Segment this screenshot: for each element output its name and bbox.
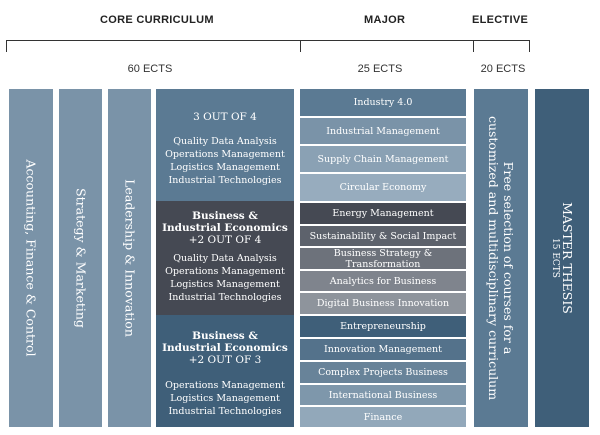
core-column-label: Accounting, Finance & Control xyxy=(23,159,39,357)
major-item-circular-economy: Circular Economy xyxy=(300,174,466,201)
core-block-2: Business & Industrial Economics +2 OUT O… xyxy=(156,201,294,315)
elective-header: ELECTIVE xyxy=(472,14,529,26)
elective-description: Free selection of courses for a customiz… xyxy=(486,116,516,400)
course-item: Quality Data Analysis xyxy=(173,136,277,147)
major-ects: 25 ECTS xyxy=(357,63,403,75)
core-block-1: 3 OUT OF 4 Quality Data Analysis Operati… xyxy=(156,89,294,201)
thesis-title: MASTER THESIS xyxy=(560,202,575,314)
course-item: Logistics Management xyxy=(170,393,280,404)
core-bracket xyxy=(6,40,301,52)
thesis-ects: 15 ECTS xyxy=(550,238,560,278)
block-title-line: Business & xyxy=(192,210,258,222)
major-item-entrepreneurship: Entrepreneurship xyxy=(300,316,466,337)
course-item: Quality Data Analysis xyxy=(173,253,277,264)
major-item-business-strategy: Business Strategy & Transformation xyxy=(300,248,466,270)
major-item-finance: Finance xyxy=(300,407,466,427)
course-item: Logistics Management xyxy=(170,279,280,290)
block-selection-rule: +2 OUT OF 3 xyxy=(188,354,262,366)
elective-column: Free selection of courses for a customiz… xyxy=(474,89,528,427)
master-thesis-column: MASTER THESIS 15 ECTS xyxy=(535,89,589,427)
elective-ects: 20 ECTS xyxy=(480,63,526,75)
major-item-sustainability: Sustainability & Social Impact xyxy=(300,226,466,246)
major-item-digital-innovation: Digital Business Innovation xyxy=(300,293,466,314)
course-item: Industrial Technologies xyxy=(168,175,282,186)
block-course-list: Operations Management Logistics Manageme… xyxy=(156,379,294,418)
core-block-3: Business & Industrial Economics +2 OUT O… xyxy=(156,315,294,427)
core-column-label: Leadership & Innovation xyxy=(122,179,137,337)
major-bracket xyxy=(300,40,474,52)
major-item-analytics: Analytics for Business xyxy=(300,271,466,291)
block-selection-rule: 3 OUT OF 4 xyxy=(193,111,257,123)
course-item: Industrial Technologies xyxy=(168,292,282,303)
major-item-supply-chain: Supply Chain Management xyxy=(300,146,466,172)
elective-bracket xyxy=(473,40,530,52)
block-title-line: Industrial Economics xyxy=(162,222,288,234)
block-selection-rule: +2 OUT OF 4 xyxy=(188,234,262,246)
major-item-energy-management: Energy Management xyxy=(300,203,466,224)
core-column-label: Strategy & Marketing xyxy=(73,188,88,328)
block-title-line: Business & xyxy=(192,330,258,342)
core-column-accounting: Accounting, Finance & Control xyxy=(9,89,53,427)
major-item-industry-4: Industry 4.0 xyxy=(300,89,466,116)
major-item-complex-projects: Complex Projects Business xyxy=(300,362,466,383)
block-title-line: Industrial Economics xyxy=(162,342,288,354)
course-item: Operations Management xyxy=(165,266,285,277)
course-item: Industrial Technologies xyxy=(168,406,282,417)
core-column-strategy: Strategy & Marketing xyxy=(59,89,102,427)
core-ects: 60 ECTS xyxy=(127,63,173,75)
major-header: MAJOR xyxy=(364,14,406,26)
major-item-innovation-management: Innovation Management xyxy=(300,339,466,360)
course-item: Operations Management xyxy=(165,380,285,391)
block-course-list: Quality Data Analysis Operations Managem… xyxy=(156,252,294,304)
block-course-list: Quality Data Analysis Operations Managem… xyxy=(156,135,294,187)
master-thesis-label: MASTER THESIS 15 ECTS xyxy=(549,202,575,314)
major-item-international-business: International Business xyxy=(300,385,466,405)
core-curriculum-header: CORE CURRICULUM xyxy=(100,14,214,26)
elective-line: customized and multidisciplinary curricu… xyxy=(486,115,501,401)
course-item: Operations Management xyxy=(165,149,285,160)
course-item: Logistics Management xyxy=(170,162,280,173)
major-item-industrial-management: Industrial Management xyxy=(300,118,466,144)
core-column-leadership: Leadership & Innovation xyxy=(108,89,151,427)
major-bracket-right-tick xyxy=(473,40,474,52)
elective-line: Free selection of courses for a xyxy=(501,161,516,355)
